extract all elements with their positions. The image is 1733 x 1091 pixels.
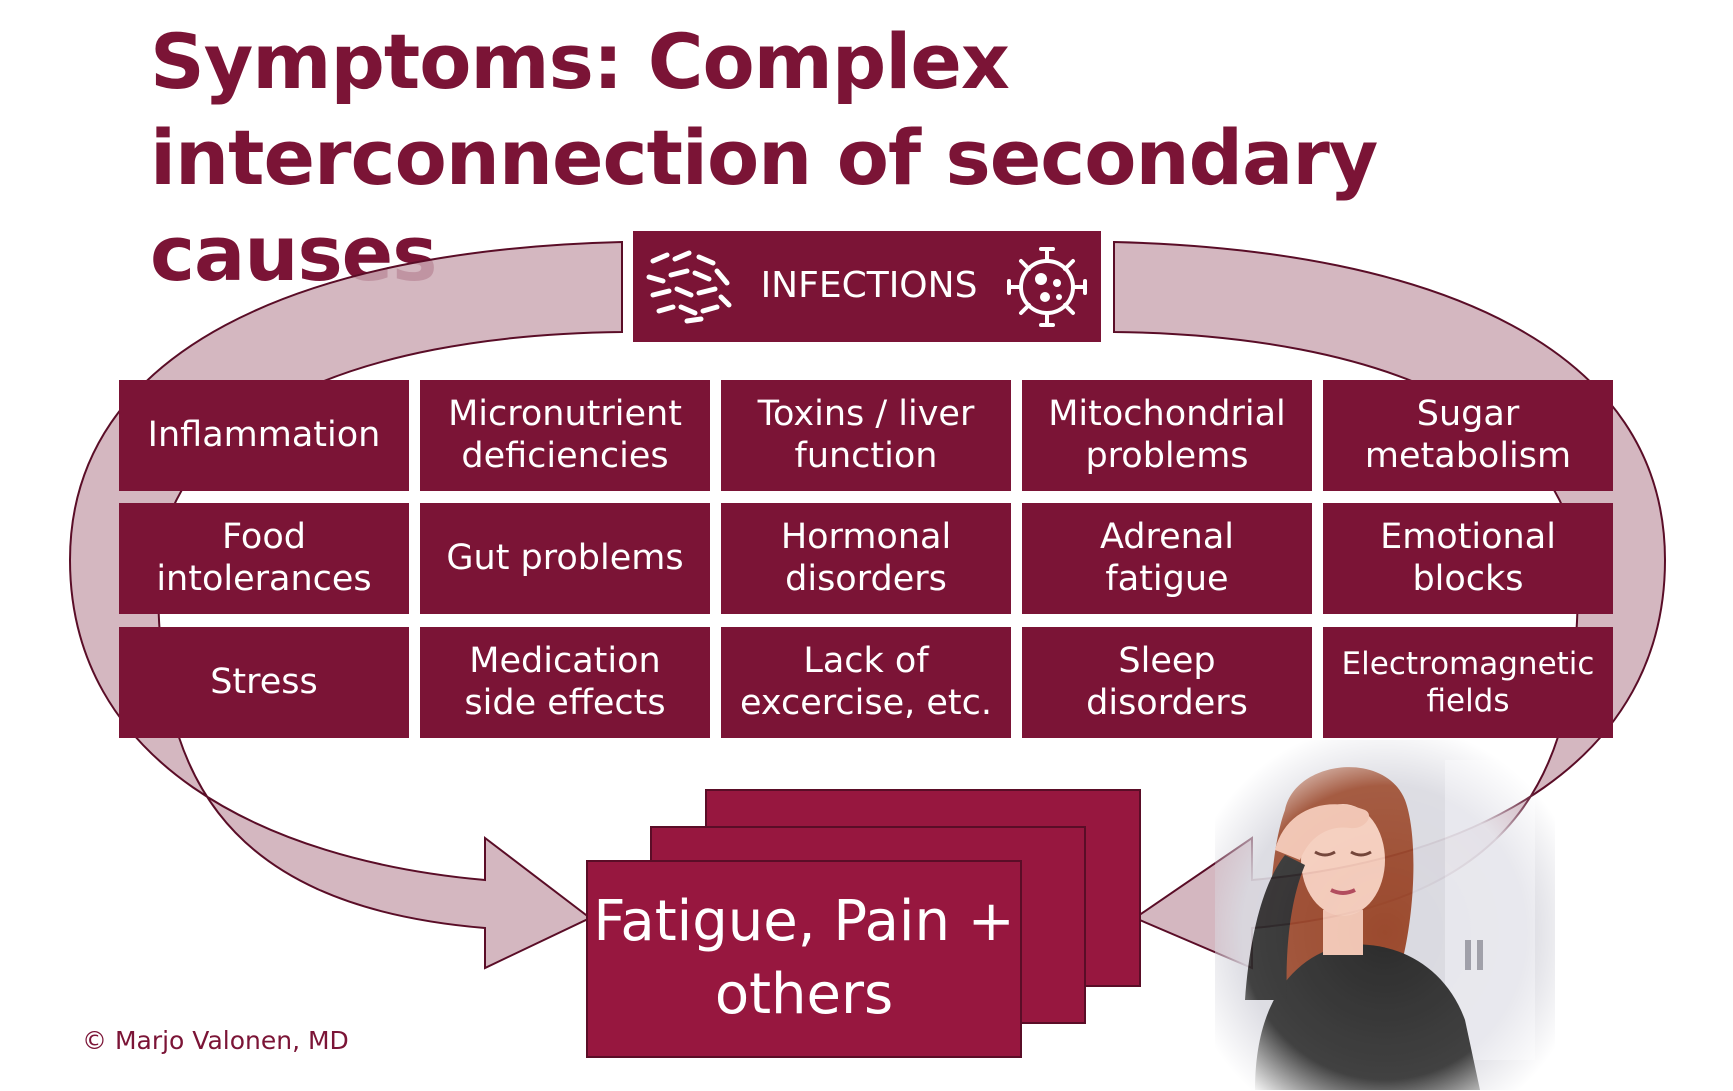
cause-stress: Stress	[119, 627, 409, 738]
infections-box: INFECTIONS	[633, 231, 1101, 342]
cause-adrenal-fatigue: Adrenal fatigue	[1022, 503, 1312, 614]
cause-sleep-disorders: Sleep disorders	[1022, 627, 1312, 738]
cause-emotional-blocks: Emotional blocks	[1323, 503, 1613, 614]
cause-electromagnetic-fields: Electromagnetic fields	[1323, 627, 1613, 738]
cause-hormonal-disorders: Hormonal disorders	[721, 503, 1011, 614]
tired-woman-photo	[1215, 740, 1555, 1090]
virus-icon	[1007, 246, 1087, 327]
cause-gut-problems: Gut problems	[420, 503, 710, 614]
symptoms-card-front: Fatigue, Pain + others	[586, 860, 1022, 1058]
cause-food-intolerances: Food intolerances	[119, 503, 409, 614]
cause-mitochondrial-problems: Mitochondrial problems	[1022, 380, 1312, 491]
infections-label: INFECTIONS	[760, 265, 978, 307]
cause-toxins-liver-function: Toxins / liver function	[721, 380, 1011, 491]
cause-sugar-metabolism: Sugar metabolism	[1323, 380, 1613, 491]
bacteria-icon	[646, 250, 732, 323]
cause-lack-of-exercise: Lack of excercise, etc.	[721, 627, 1011, 738]
slide-title: Symptoms: Complex interconnection of sec…	[150, 17, 1378, 298]
copyright-text: © Marjo Valonen, MD	[82, 1026, 349, 1055]
cause-medication-side-effects: Medication side effects	[420, 627, 710, 738]
cause-inflammation: Inflammation	[119, 380, 409, 491]
cause-micronutrient-deficiencies: Micronutrient deficiencies	[420, 380, 710, 491]
